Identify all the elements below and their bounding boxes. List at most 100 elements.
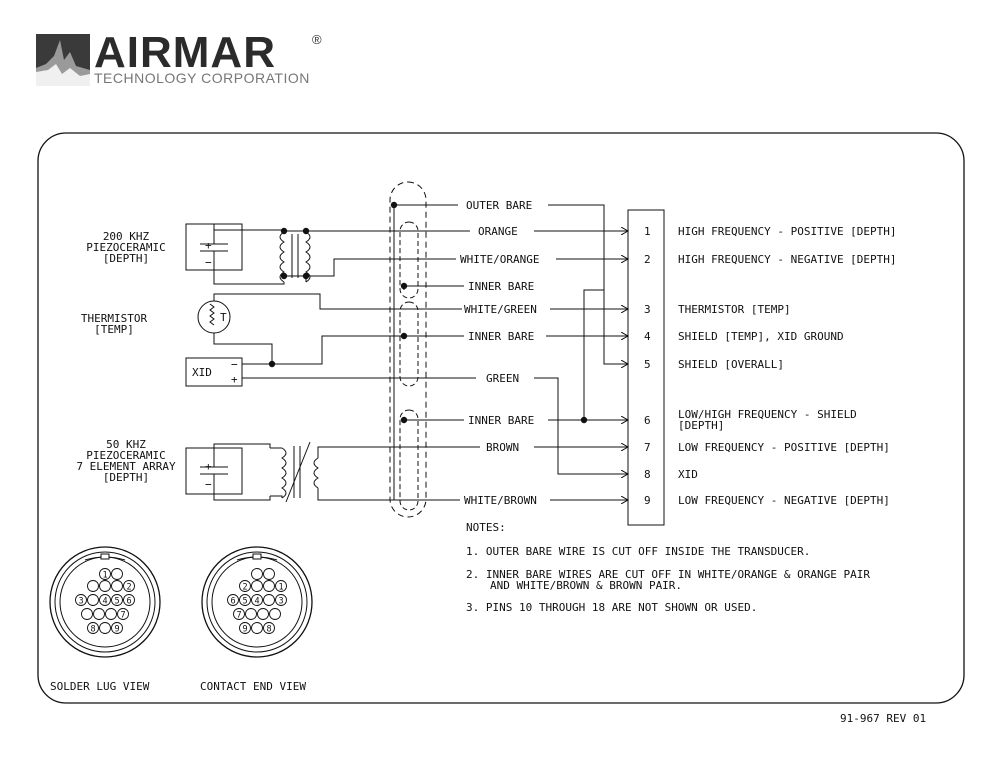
thermistor-t-label: T <box>220 311 227 324</box>
solder-lug-pin-hole <box>111 594 123 606</box>
contact-end-pin-hole <box>239 594 251 606</box>
outer-shield-boundary <box>389 181 427 518</box>
pin-label-4: SHIELD [TEMP], XID GROUND <box>678 330 844 343</box>
thermistor-label-2: [TEMP] <box>94 323 134 336</box>
wire-label-white-green: WHITE/GREEN <box>464 303 537 316</box>
contact-end-pin-hole <box>263 580 275 592</box>
inner-shield-1 <box>399 221 419 299</box>
solder-lug-pin-number: 5 <box>114 597 119 607</box>
contact-end-pin-number: 6 <box>230 597 235 607</box>
pin-label-6-sub: [DEPTH] <box>678 419 724 432</box>
contact-end-pin-hole <box>233 608 245 620</box>
brand-name: AIRMAR <box>94 28 276 77</box>
pin-number-7: 7 <box>644 441 651 454</box>
solder-lug-pin-hole <box>75 594 87 606</box>
wire-label-inner-bare-3: INNER BARE <box>468 414 534 427</box>
inner-shield-3 <box>399 409 419 511</box>
solder-lug-pin-hole <box>111 568 123 580</box>
note-2-cont: AND WHITE/BROWN & BROWN PAIR. <box>490 579 682 592</box>
wire-label-green: GREEN <box>486 372 519 385</box>
pin-number-6: 6 <box>644 414 651 427</box>
contact-end-pin-number: 9 <box>242 625 247 635</box>
pin-number-1: 1 <box>644 225 651 238</box>
solder-lug-pin-number: 8 <box>90 625 95 635</box>
contact-end-pin-number: 8 <box>266 625 271 635</box>
solder-lug-pin-number: 2 <box>126 583 131 593</box>
solder-lug-pin-hole <box>99 568 111 580</box>
contact-end-pin-hole <box>263 568 275 580</box>
contact-end-pin-number: 5 <box>242 597 247 607</box>
pin-number-5: 5 <box>644 358 651 371</box>
solder-lug-pin-number: 9 <box>114 625 119 635</box>
solder-lug-pin-number: 3 <box>78 597 83 607</box>
solder-lug-pin-hole <box>123 580 135 592</box>
solder-lug-pin-hole <box>105 608 117 620</box>
xid-minus: − <box>231 358 238 371</box>
khz200-transformer <box>279 231 285 283</box>
khz200-minus: − <box>205 256 212 269</box>
note-3: 3. PINS 10 THROUGH 18 ARE NOT SHOWN OR U… <box>466 601 757 614</box>
wire-label-inner-bare-2: INNER BARE <box>468 330 534 343</box>
pin-label-6: LOW/HIGH FREQUENCY - SHIELD <box>678 408 857 421</box>
solder-lug-pin-hole <box>117 608 129 620</box>
khz200-label-2: PIEZOCERAMIC <box>86 241 165 254</box>
khz50-plus: + <box>205 460 212 473</box>
pin-number-2: 2 <box>644 253 651 266</box>
note-2: 2. INNER BARE WIRES ARE CUT OFF IN WHITE… <box>466 568 870 581</box>
contact-end-pin-number: 7 <box>236 611 241 621</box>
xid-label: XID <box>192 366 212 379</box>
thermistor-label-1: THERMISTOR <box>81 312 148 325</box>
solder-lug-pin-hole <box>111 580 123 592</box>
khz200-label-3: [DEPTH] <box>103 252 149 265</box>
khz50-transformer <box>281 447 287 499</box>
solder-lug-pin-hole <box>111 622 123 634</box>
contact-end-pin-number: 4 <box>254 597 259 607</box>
wire-label-outer-bare: OUTER BARE <box>466 199 532 212</box>
contact-end-pin-hole <box>275 580 287 592</box>
pin-label-2: HIGH FREQUENCY - NEGATIVE [DEPTH] <box>678 253 897 266</box>
xid-plus: + <box>231 373 238 386</box>
revision-label: 91-967 REV 01 <box>840 712 926 725</box>
contact-end-pin-number: 1 <box>278 583 283 593</box>
khz200-plus: + <box>205 239 212 252</box>
solder-lug-pin-number: 4 <box>102 597 107 607</box>
solder-lug-pin-number: 7 <box>120 611 125 621</box>
pin-label-5: SHIELD [OVERALL] <box>678 358 784 371</box>
contact-end-pin-hole <box>269 608 281 620</box>
wire-label-orange: ORANGE <box>478 225 518 238</box>
khz50-label-1: 50 KHZ <box>106 438 146 451</box>
pin-number-9: 9 <box>644 494 651 507</box>
solder-lug-pin-hole <box>87 594 99 606</box>
notes-title: NOTES: <box>466 521 506 534</box>
pin-label-7: LOW FREQUENCY - POSITIVE [DEPTH] <box>678 441 890 454</box>
contact-end-pin-hole <box>245 608 257 620</box>
pin-label-1: HIGH FREQUENCY - POSITIVE [DEPTH] <box>678 225 897 238</box>
contact-end-pin-number: 3 <box>278 597 283 607</box>
contact-end-pin-hole <box>251 568 263 580</box>
note-1: 1. OUTER BARE WIRE IS CUT OFF INSIDE THE… <box>466 545 810 558</box>
diagram-frame <box>37 132 965 704</box>
solder-lug-pin-hole <box>99 580 111 592</box>
khz50-label-3: 7 ELEMENT ARRAY <box>76 460 176 473</box>
contact-end-pin-hole <box>263 622 275 634</box>
contact-end-pin-hole <box>251 580 263 592</box>
solder-lug-view-label: SOLDER LUG VIEW <box>50 680 150 693</box>
solder-lug-pin-hole <box>87 580 99 592</box>
solder-lug-connector <box>49 546 161 658</box>
solder-lug-pin-number: 6 <box>126 597 131 607</box>
contact-end-pin-hole <box>257 608 269 620</box>
solder-lug-pin-hole <box>99 622 111 634</box>
wire-label-white-brown: WHITE/BROWN <box>464 494 537 507</box>
khz200-label-1: 200 KHZ <box>103 230 150 243</box>
pin-label-8: XID <box>678 468 698 481</box>
wire-label-brown: BROWN <box>486 441 519 454</box>
wire-label-inner-bare-1: INNER BARE <box>468 280 534 293</box>
pin-label-3: THERMISTOR [TEMP] <box>678 303 791 316</box>
inner-shield-2 <box>399 301 419 387</box>
contact-end-pin-number: 2 <box>242 583 247 593</box>
khz50-label-4: [DEPTH] <box>103 471 149 484</box>
khz50-minus: − <box>205 478 212 491</box>
xid-box <box>185 357 243 387</box>
